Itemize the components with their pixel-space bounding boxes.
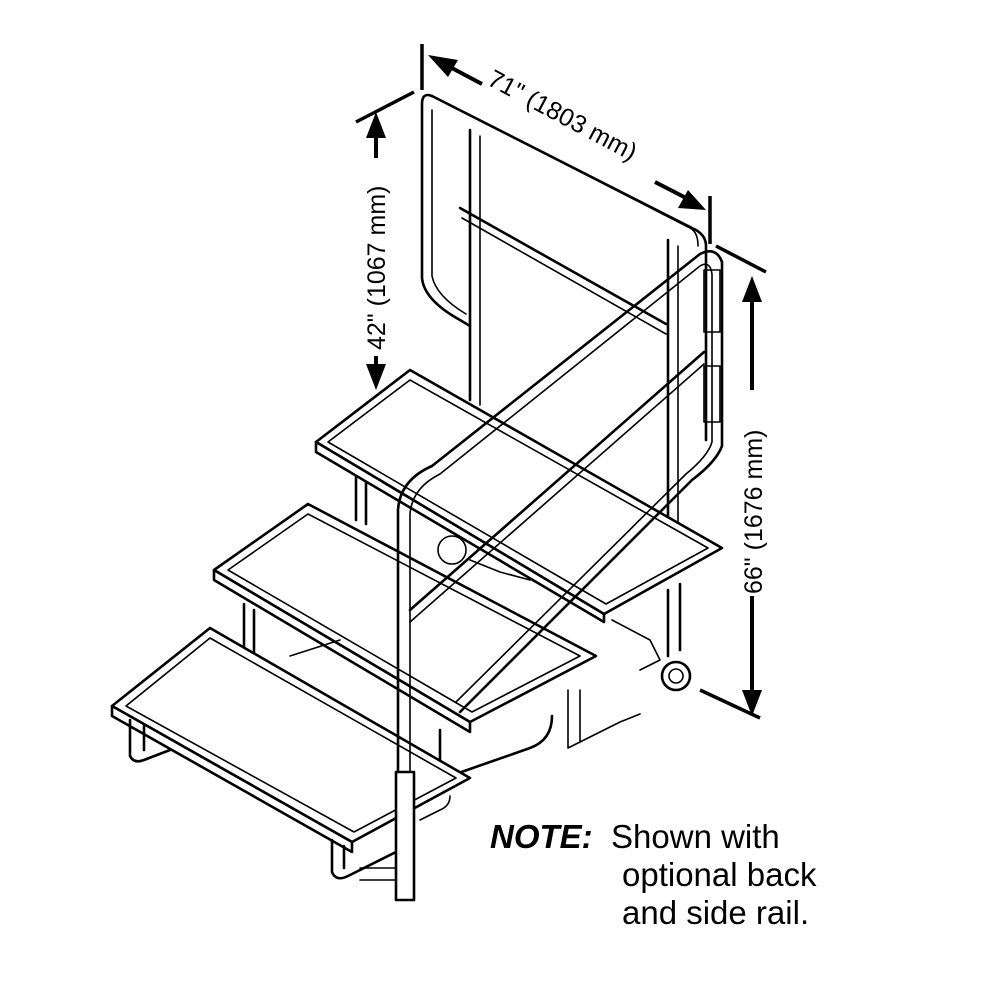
overall-height-dimension-label: 66" (1676 mm) xyxy=(740,430,768,595)
note-line-1: Shown with xyxy=(611,818,780,855)
rail-height-dimension: 42" (1067 mm) xyxy=(355,90,415,390)
note-text: NOTE: Shown with optional back and side … xyxy=(490,818,910,932)
overall-height-dimension: 66" (1676 mm) xyxy=(699,244,768,720)
note-line-3: and side rail. xyxy=(622,894,810,931)
side-handrail xyxy=(359,250,724,902)
width-dimension-label: 71" (1803 mm) xyxy=(483,65,641,167)
middle-step xyxy=(212,502,641,779)
rail-height-dimension-label: 42" (1067 mm) xyxy=(363,186,391,351)
bottom-step xyxy=(110,626,472,880)
note-line-2: optional back xyxy=(622,856,817,893)
note-label: NOTE: xyxy=(490,818,593,855)
